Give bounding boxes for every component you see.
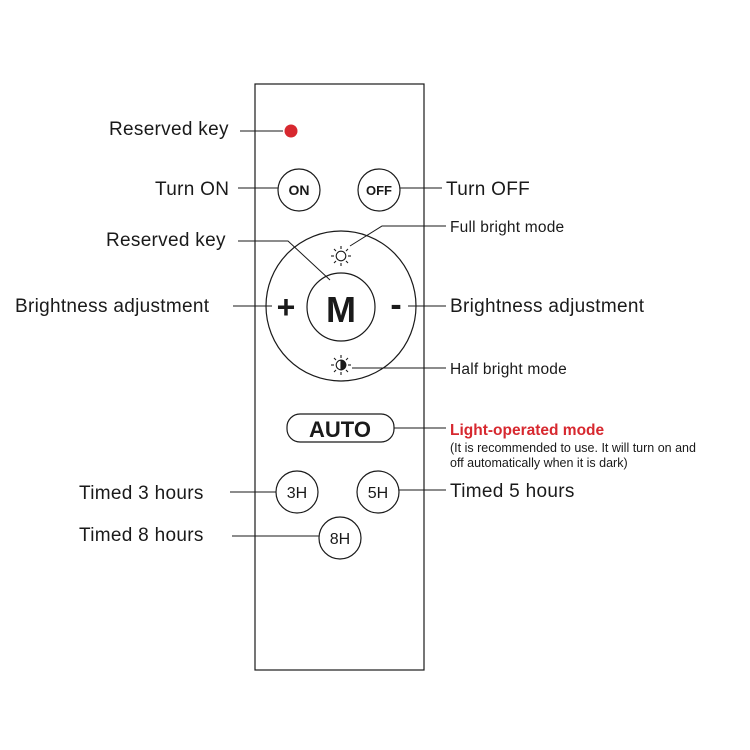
label-light-operated-mode: Light-operated mode xyxy=(450,422,605,439)
minus-button[interactable]: - xyxy=(390,286,401,324)
timer-3h-label: 3H xyxy=(287,485,307,502)
label-half-bright-mode: Half bright mode xyxy=(450,361,567,378)
on-button[interactable]: ON xyxy=(277,168,321,212)
mode-button-label: M xyxy=(326,289,356,330)
label-brightness-left: Brightness adjustment xyxy=(15,296,210,317)
label-timed-8-hours: Timed 8 hours xyxy=(79,525,204,546)
auto-button-label: AUTO xyxy=(309,417,371,442)
on-button-label: ON xyxy=(289,182,310,198)
leader-reserved-mode xyxy=(238,240,331,281)
off-button-label: OFF xyxy=(366,183,392,198)
label-turn-on: Turn ON xyxy=(155,179,229,200)
timer-5h-label: 5H xyxy=(368,485,388,502)
label-reserved-key-top: Reserved key xyxy=(109,119,229,140)
label-light-note-line1: (It is recommended to use. It will turn … xyxy=(450,441,696,455)
leader-full-bright xyxy=(349,225,446,247)
mode-button[interactable]: M xyxy=(306,272,376,342)
timer-8h-label: 8H xyxy=(330,531,350,548)
label-reserved-key-mode: Reserved key xyxy=(106,230,226,251)
off-button[interactable]: OFF xyxy=(357,168,401,212)
timer-8h-button[interactable]: 8H xyxy=(318,516,362,560)
label-turn-off: Turn OFF xyxy=(446,179,530,200)
label-light-note-line2: off automatically when it is dark) xyxy=(450,456,628,470)
half-sun-icon[interactable] xyxy=(331,355,351,375)
sun-icon[interactable] xyxy=(331,246,351,266)
plus-button[interactable]: + xyxy=(277,289,296,325)
reserved-dot-icon[interactable] xyxy=(284,124,298,138)
label-timed-5-hours: Timed 5 hours xyxy=(450,481,575,502)
timer-5h-button[interactable]: 5H xyxy=(356,470,400,514)
label-full-bright-mode: Full bright mode xyxy=(450,219,564,236)
timer-3h-button[interactable]: 3H xyxy=(275,470,319,514)
auto-button[interactable]: AUTO xyxy=(286,413,395,443)
label-brightness-right: Brightness adjustment xyxy=(450,296,645,317)
label-timed-3-hours: Timed 3 hours xyxy=(79,483,204,504)
